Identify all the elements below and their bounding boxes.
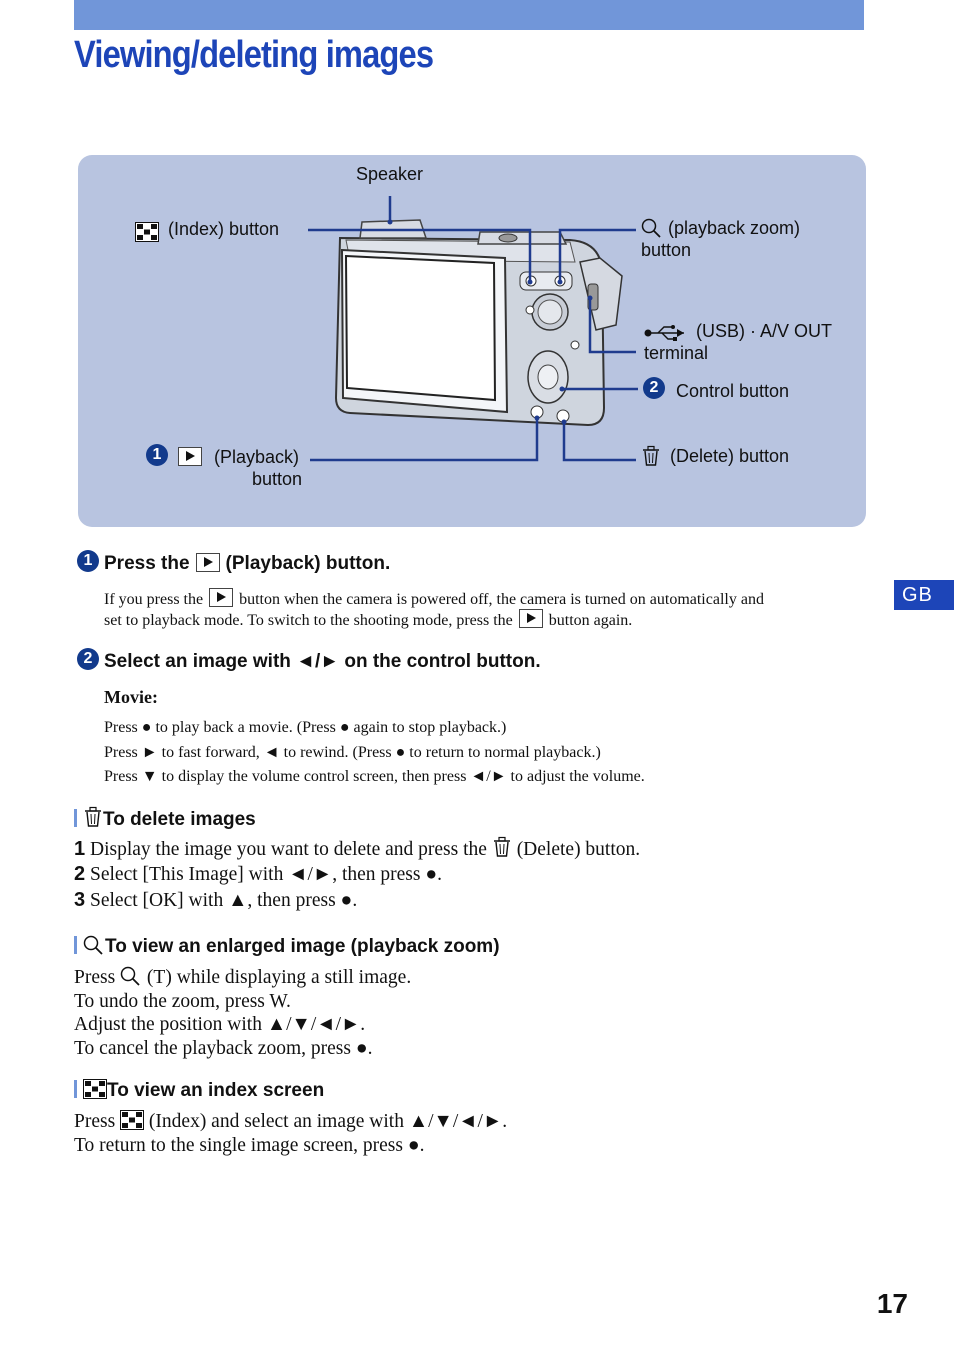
step2-badge: 2 — [77, 648, 99, 670]
step2-heading: Select an image with ◄/► on the control … — [104, 651, 541, 672]
movie-line: Press ▼ to display the volume control sc… — [104, 768, 645, 785]
movie-line: Press ● to play back a movie. (Press ● a… — [104, 719, 507, 736]
playback-icon — [178, 447, 202, 466]
usb-label-line1: (USB) · A/V OUT — [696, 321, 833, 341]
delete-section-heading: To delete images — [74, 806, 256, 831]
leader-lines — [308, 196, 638, 462]
section-bar — [74, 1080, 77, 1098]
header-bar — [74, 0, 864, 30]
callout-1-badge: 1 — [146, 444, 168, 466]
zoom-label-line1: (playback zoom) — [668, 218, 801, 238]
control-button-label: Control button — [676, 381, 790, 401]
index-icon — [83, 1079, 107, 1099]
callout-2-badge: 2 — [643, 377, 665, 399]
playback-label-line2: button — [252, 469, 303, 489]
zoom-line-3: Adjust the position with ▲/▼/◄/►. — [74, 1014, 366, 1035]
index-button-label: (Index) button — [168, 219, 280, 239]
zoom-icon — [83, 935, 103, 955]
delete-step-3: 3 Select [OK] with ▲, then press ●. — [74, 889, 358, 911]
index-line-2: To return to the single image screen, pr… — [74, 1135, 425, 1156]
step1-text-line2: set to playback mode. To switch to the s… — [104, 609, 632, 631]
delete-icon — [85, 806, 101, 827]
usb-label-line2: terminal — [644, 343, 709, 363]
zoom-icon — [120, 966, 140, 986]
section-bar — [74, 936, 77, 954]
index-icon — [135, 222, 159, 242]
playback-icon — [195, 553, 220, 572]
index-line-1: Press (Index) and select an image with ▲… — [74, 1110, 508, 1132]
zoom-label-line2: button — [641, 240, 692, 260]
page-number: 17 — [876, 1288, 908, 1319]
delete-step-1: 1 Display the image you want to delete a… — [74, 836, 641, 860]
language-tab: GB — [894, 580, 954, 610]
delete-button-label: (Delete) button — [670, 446, 790, 466]
playback-icon — [518, 609, 543, 628]
delete-icon — [643, 445, 659, 466]
index-icon — [120, 1110, 145, 1130]
step1-badge: 1 — [77, 550, 99, 572]
camera-screen — [340, 248, 509, 414]
movie-label: Movie: — [104, 687, 158, 707]
speaker-label: Speaker — [356, 164, 424, 184]
playback-label-line1: (Playback) — [214, 447, 300, 467]
camera-controls — [519, 257, 623, 423]
zoom-line-4: To cancel the playback zoom, press ●. — [74, 1038, 373, 1059]
index-section-heading: To view an index screen — [74, 1079, 324, 1102]
zoom-line-1: Press (T) while displaying a still image… — [74, 966, 412, 988]
movie-line: Press ► to fast forward, ◄ to rewind. (P… — [104, 744, 601, 761]
camera-illustration — [308, 196, 638, 462]
step1-heading: Press the(Playback) button. — [104, 553, 391, 574]
delete-step-2: 2 Select [This Image] with ◄/►, then pre… — [74, 863, 443, 885]
zoom-line-2: To undo the zoom, press W. — [74, 991, 291, 1012]
page-title: Viewing/deleting images — [74, 34, 434, 76]
playback-icon — [209, 588, 234, 607]
zoom-icon — [641, 218, 661, 238]
section-bar — [74, 809, 77, 827]
usb-icon — [644, 325, 684, 341]
zoom-section-heading: To view an enlarged image (playback zoom… — [74, 935, 500, 958]
delete-icon — [493, 836, 510, 857]
